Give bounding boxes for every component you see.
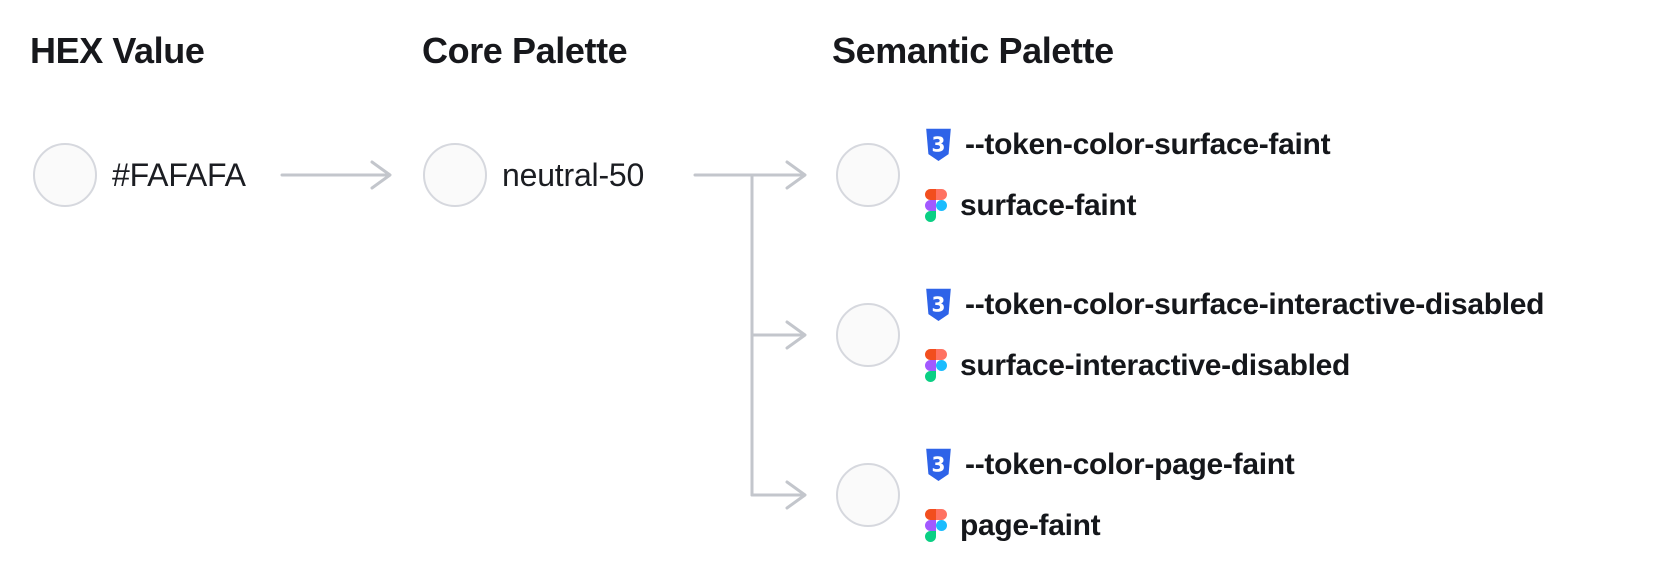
figma-token-line: surface-interactive-disabled	[925, 349, 1544, 382]
hex-value-node: #FAFAFA	[33, 143, 246, 207]
semantic-color-swatch	[836, 463, 900, 527]
figma-logo-icon	[925, 349, 947, 382]
css3-shield-icon: 3	[925, 448, 952, 482]
column-heading-core-palette: Core Palette	[422, 30, 628, 71]
css-token-line: 3 --token-color-surface-faint	[925, 127, 1331, 162]
figma-token-name: surface-faint	[960, 188, 1137, 222]
figma-logo-icon	[925, 509, 947, 542]
column-heading-semantic-palette: Semantic Palette	[832, 30, 1114, 71]
arrowhead-semantic-3	[785, 480, 807, 510]
semantic-color-swatch	[836, 303, 900, 367]
semantic-token-row: 3 --token-color-surface-faint surface-fa…	[836, 127, 1331, 222]
svg-text:3: 3	[932, 132, 946, 156]
css3-shield-icon: 3	[925, 128, 952, 162]
semantic-color-swatch	[836, 143, 900, 207]
figma-token-name: page-faint	[960, 508, 1101, 542]
semantic-token-row: 3 --token-color-surface-interactive-disa…	[836, 287, 1545, 382]
css-token-name: --token-color-surface-interactive-disabl…	[965, 287, 1545, 321]
column-heading-hex-value: HEX Value	[30, 30, 205, 71]
hex-value-label: #FAFAFA	[112, 156, 246, 193]
core-palette-label: neutral-50	[502, 156, 645, 193]
arrowhead-semantic-1	[785, 160, 807, 190]
css-token-line: 3 --token-color-page-faint	[925, 447, 1295, 482]
css-token-name: --token-color-page-faint	[965, 447, 1295, 481]
css-token-name: --token-color-surface-faint	[965, 127, 1331, 161]
hex-color-swatch	[33, 143, 97, 207]
figma-token-name: surface-interactive-disabled	[960, 348, 1351, 382]
css3-shield-icon: 3	[925, 288, 952, 322]
svg-text:3: 3	[932, 292, 946, 316]
svg-text:3: 3	[932, 452, 946, 476]
core-palette-node: neutral-50	[423, 143, 644, 207]
arrowhead-hex-to-core	[370, 160, 392, 190]
semantic-token-row: 3 --token-color-page-faint page-faint	[836, 447, 1295, 542]
arrowhead-semantic-2	[785, 320, 807, 350]
figma-token-line: surface-faint	[925, 189, 1330, 222]
figma-logo-icon	[925, 189, 947, 222]
css-token-line: 3 --token-color-surface-interactive-disa…	[925, 287, 1545, 322]
core-color-swatch	[423, 143, 487, 207]
figma-token-line: page-faint	[925, 509, 1294, 542]
